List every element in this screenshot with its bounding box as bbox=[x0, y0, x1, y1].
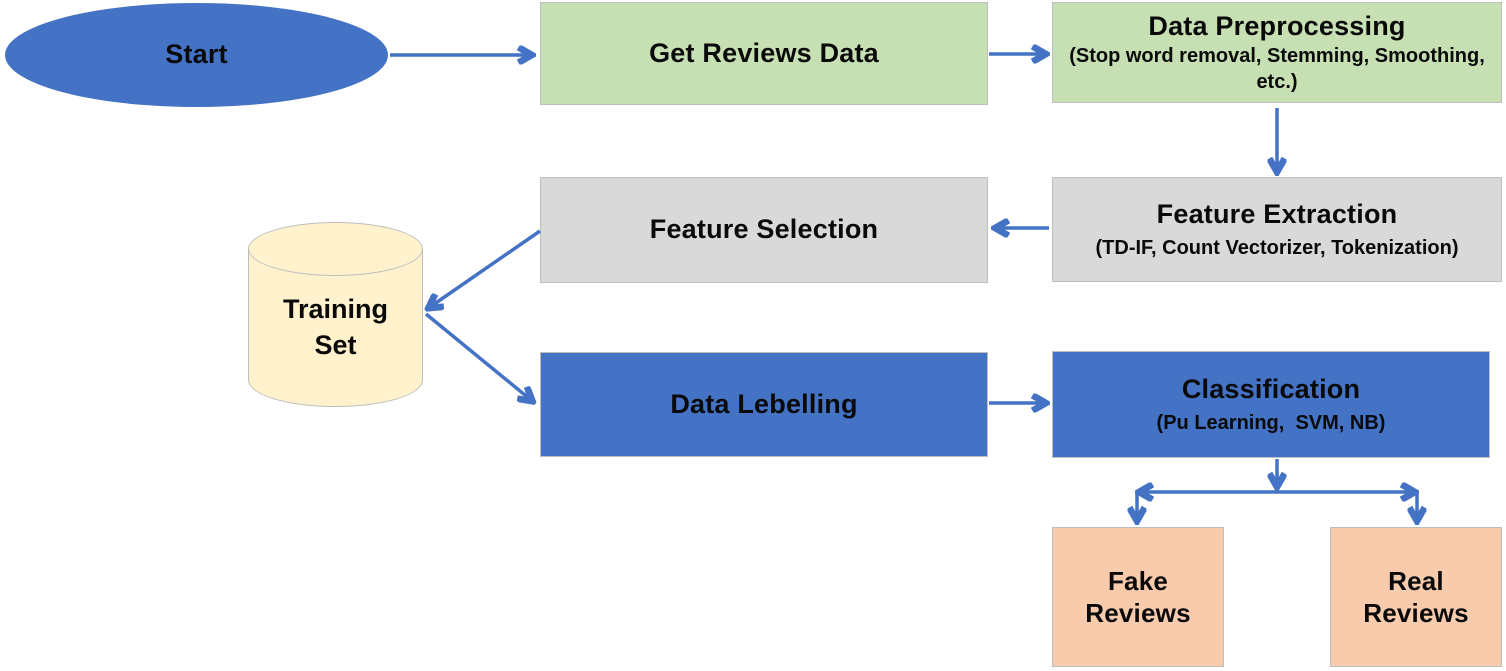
get-reviews-label: Get Reviews Data bbox=[649, 37, 879, 68]
feature-selection-node: Feature Selection bbox=[540, 177, 988, 283]
feature-extraction-node: Feature Extraction (TD-IF, Count Vectori… bbox=[1052, 177, 1502, 282]
get-reviews-node: Get Reviews Data bbox=[540, 2, 988, 105]
arrow-feature-selection-to-training-set bbox=[430, 229, 541, 307]
feature-extraction-title: Feature Extraction bbox=[1156, 198, 1398, 229]
training-set-cylinder-top bbox=[248, 222, 423, 276]
real-reviews-label: Real Reviews bbox=[1363, 565, 1469, 629]
start-label: Start bbox=[165, 39, 228, 70]
fake-reviews-label: Fake Reviews bbox=[1085, 565, 1191, 629]
data-preprocessing-subtitle: (Stop word removal, Stemming, Smoothing,… bbox=[1069, 45, 1491, 94]
fake-reviews-node: Fake Reviews bbox=[1052, 527, 1224, 667]
data-preprocessing-title: Data Preprocessing bbox=[1148, 10, 1406, 41]
data-labelling-node: Data Lebelling bbox=[540, 352, 988, 457]
classification-node: Classification (Pu Learning, SVM, NB) bbox=[1052, 351, 1490, 458]
feature-selection-label: Feature Selection bbox=[649, 214, 879, 245]
real-reviews-node: Real Reviews bbox=[1330, 527, 1502, 667]
training-set-label: Training Set bbox=[282, 294, 388, 360]
feature-extraction-subtitle: (TD-IF, Count Vectorizer, Tokenization) bbox=[1095, 237, 1459, 260]
arrow-training-set-to-data-labelling bbox=[424, 312, 531, 400]
classification-subtitle: (Pu Learning, SVM, NB) bbox=[1156, 412, 1386, 435]
data-preprocessing-node: Data Preprocessing (Stop word removal, S… bbox=[1052, 2, 1502, 103]
classification-title: Classification bbox=[1181, 373, 1361, 404]
training-set-node: Training Set bbox=[248, 222, 423, 407]
data-labelling-label: Data Lebelling bbox=[670, 388, 858, 419]
start-node: Start bbox=[5, 3, 388, 107]
